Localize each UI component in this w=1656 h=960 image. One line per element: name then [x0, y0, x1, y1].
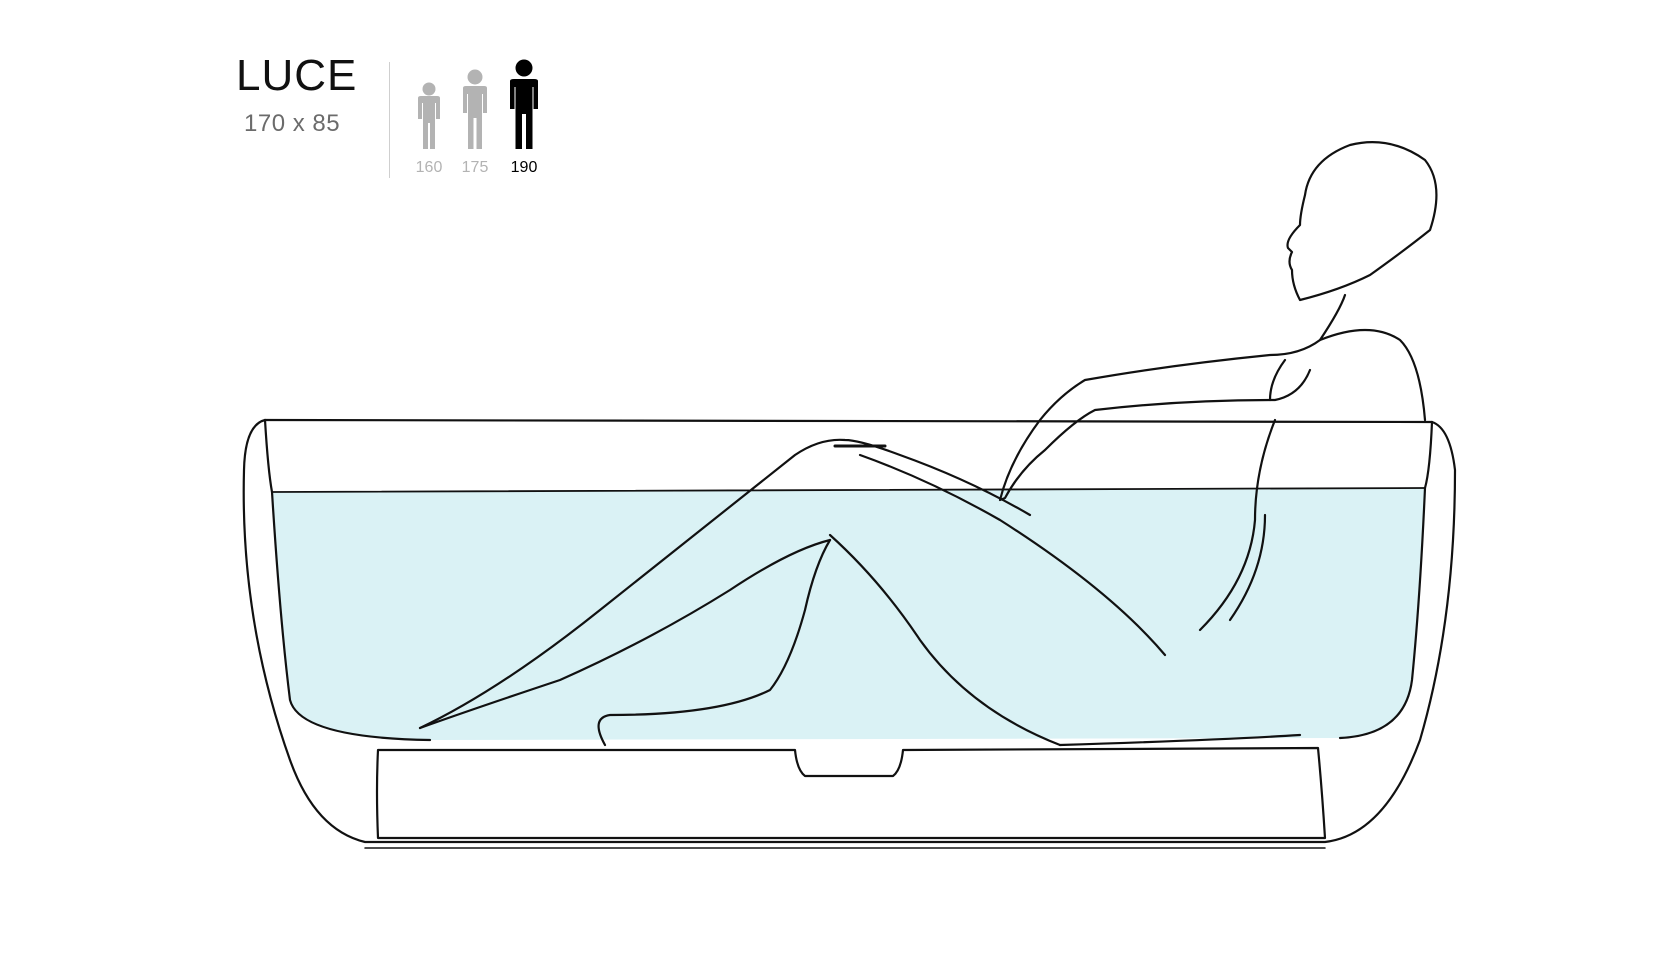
header-divider [389, 62, 390, 178]
person-190-icon [505, 59, 543, 156]
height-label-175: 175 [455, 160, 495, 176]
person-head [1288, 142, 1437, 300]
tub-rim [265, 420, 1432, 422]
person-forearm-inner [1270, 360, 1285, 400]
height-label-190: 190 [504, 160, 544, 176]
water-fill [272, 488, 1425, 740]
product-header: LUCE 170 x 85 160 175 190 [220, 52, 540, 182]
person-arm [1000, 340, 1320, 500]
product-dimensions: 170 x 85 [244, 112, 340, 136]
height-label-160: 160 [409, 160, 449, 176]
person-160-icon [413, 81, 445, 156]
product-name: LUCE [236, 54, 357, 98]
tub-base [377, 748, 1325, 838]
person-175-icon [458, 69, 492, 156]
person-neck-back [1320, 295, 1425, 420]
